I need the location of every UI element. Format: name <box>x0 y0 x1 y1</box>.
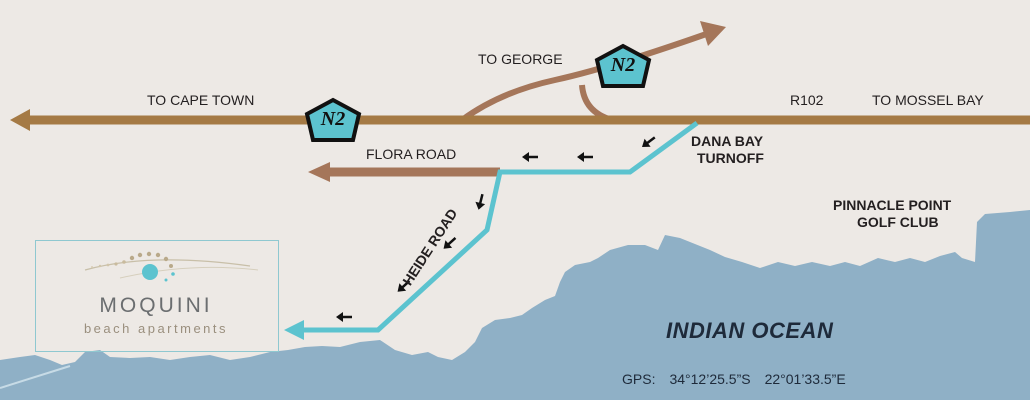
pinnacle-point-label-line1: PINNACLE POINT <box>833 197 952 213</box>
flora-road-label: FLORA ROAD <box>366 146 457 162</box>
logo-tagline: beach apartments <box>83 321 229 336</box>
dana-bay-label-line1: DANA BAY <box>691 133 764 149</box>
cape-town-arrow <box>10 109 30 131</box>
indian-ocean-label: INDIAN OCEAN <box>666 318 834 343</box>
george-on-ramp <box>460 29 713 123</box>
to-cape-town-label: TO CAPE TOWN <box>147 92 255 108</box>
n2-shield-left <box>304 97 362 142</box>
logo-graphic <box>84 251 259 282</box>
pinnacle-point-label-line2: GOLF CLUB <box>857 214 939 230</box>
to-george-label: TO GEORGE <box>478 51 563 67</box>
r102-label: R102 <box>790 92 824 108</box>
dana-bay-label-line2: TURNOFF <box>697 150 764 166</box>
n2-shield-right <box>594 43 652 88</box>
gps-longitude: 22°01’33.5”E <box>764 371 846 387</box>
flora-road-arrow <box>308 162 330 182</box>
george-off-ramp <box>579 84 613 123</box>
route-end-arrow <box>284 320 304 340</box>
gps-label: GPS: <box>622 371 656 387</box>
gps-coordinates: GPS: 34°12’25.5”S 22°01’33.5”E <box>622 371 860 387</box>
moquini-logo: MOQUINI beach apartments <box>35 240 279 352</box>
george-arrow <box>700 21 726 46</box>
gps-latitude: 34°12’25.5”S <box>669 371 751 387</box>
logo-name: MOQUINI <box>99 294 213 317</box>
direction-arrows <box>336 136 656 322</box>
wave-highlight <box>0 365 71 389</box>
route-line <box>300 120 699 333</box>
ocean <box>0 210 1030 400</box>
to-mossel-bay-label: TO MOSSEL BAY <box>872 92 984 108</box>
